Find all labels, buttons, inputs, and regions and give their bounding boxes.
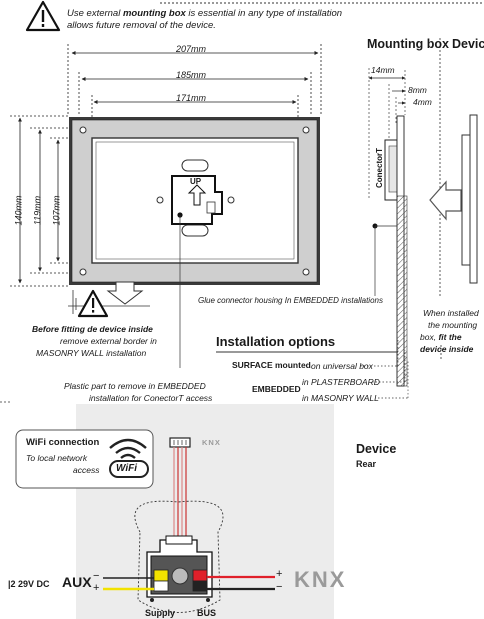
when-line1: When installed [423,308,479,318]
surface-label: SURFACE mounted [232,360,311,370]
mounting-box-heading: Mounting box [367,37,449,51]
supply-label: Supply [145,608,176,618]
surface-desc: on universal box [311,361,373,371]
dim-171: 171mm [176,93,207,103]
bus-minus: − [276,581,283,593]
warn-line2: remove external border in [60,336,157,346]
dim-119: 119mm [32,195,43,226]
conectort-label: ConectorT [375,148,384,188]
aux-minus: − [93,570,100,582]
knx-logo-small: KNX [202,438,221,447]
glue-note: Glue connector housing In EMBEDDED insta… [198,296,383,305]
wifi-desc1: To local network [26,453,88,463]
up-label: UP [190,177,202,186]
aux-plus: + [93,582,100,594]
embedded-label: EMBEDDED [252,384,301,394]
dim-140: 140mm [13,195,24,226]
plasterboard-label: in PLASTERBOARD [302,377,380,387]
wifi-logo-text: WiFi [116,463,138,474]
header-note: Use external mounting box is essential i… [67,8,343,19]
rear-device-title: Device [356,442,397,456]
device-side [429,114,478,284]
rear-label: Rear [356,459,377,469]
power-label: |2 29V DC [8,579,50,589]
wifi-title: WiFi connection [26,437,100,448]
warning-icon-border [77,289,109,318]
device-heading: Device [452,37,484,51]
bus-plus: + [276,568,283,580]
dim-14: 14mm [371,65,395,75]
remove-border-arrow [68,281,150,314]
warn-line3: MASONRY WALL installation [36,348,147,358]
mounting-box-side [360,68,409,399]
warning-icon [25,0,61,32]
installation-options-title: Installation options [216,334,336,349]
dim-4: 4mm [413,97,432,107]
wifi-icon [109,438,149,478]
when-line3: box, fit the [420,332,462,342]
header-note-line2: allows future removal of the device. [67,20,216,31]
aux-label: AUX [62,574,92,590]
dim-185: 185mm [176,70,207,80]
dim-107: 107mm [51,195,62,226]
knx-logo-big: KNX [294,567,347,592]
dim-8: 8mm [408,85,427,95]
wifi-desc2: access [73,465,100,475]
terminal-block [146,535,213,602]
plastic-line2: installation for ConectorT access [89,393,213,403]
bus-label: BUS [197,608,217,618]
masonry-label: in MASONRY WALL [302,393,379,403]
when-line4: device inside [420,344,474,354]
plastic-line1: Plastic part to remove in EMBEDDED [64,381,206,391]
mounting-box-front [69,117,320,368]
warn-title: Before fitting de device inside [32,324,153,334]
when-line2: the mounting [428,320,478,330]
dim-207: 207mm [176,44,207,54]
